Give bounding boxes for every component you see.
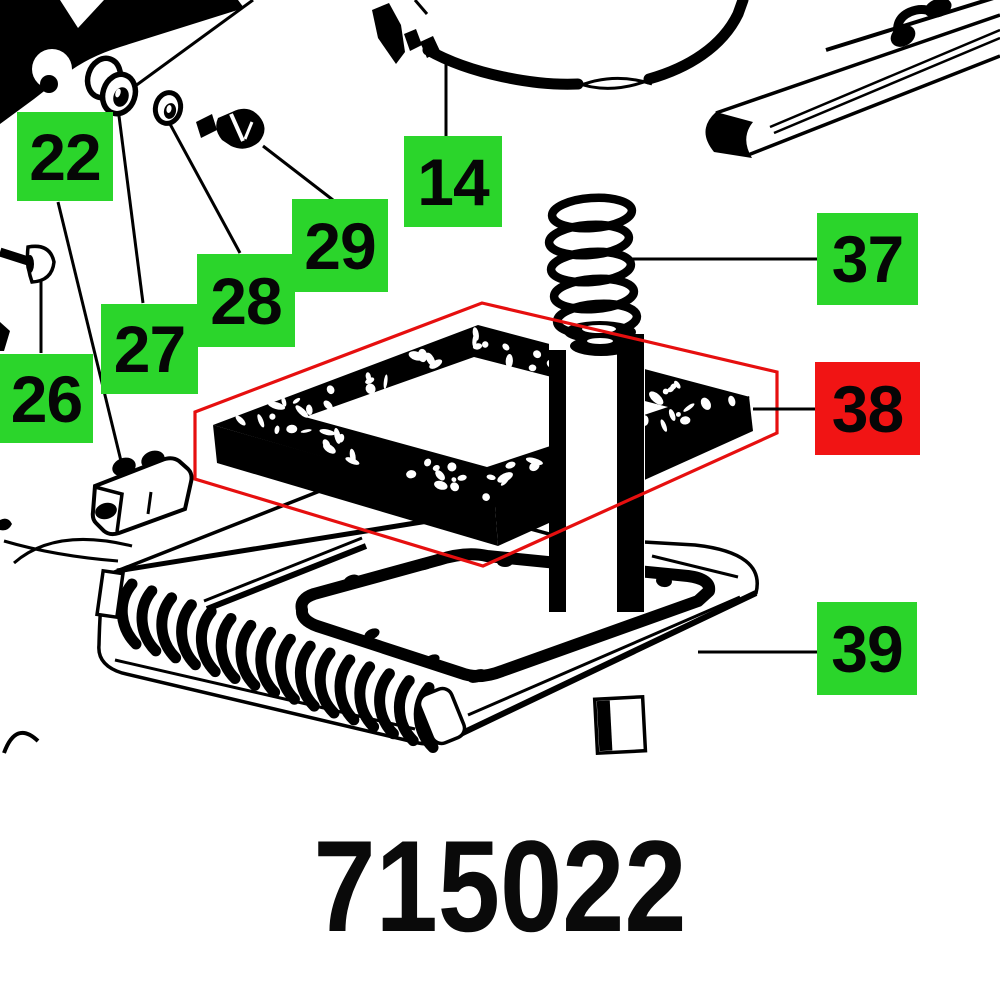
power-cord: [372, 0, 749, 90]
selection-outline: [193, 301, 779, 568]
edge-fragment: [0, 322, 10, 351]
spindle-column: [549, 334, 645, 612]
part-number: 715022: [313, 813, 687, 959]
callout-22[interactable]: 22: [17, 112, 113, 201]
screw: [196, 108, 265, 149]
callout-14[interactable]: 14: [404, 136, 502, 227]
hex-bolt: [0, 244, 56, 284]
callout-38-highlighted[interactable]: 38: [815, 362, 920, 455]
housing-fragment: [0, 0, 244, 124]
washer-pair: [84, 55, 139, 117]
switch-block: [90, 450, 194, 537]
rail-hook: [890, 0, 952, 47]
stray-line: [413, 0, 429, 15]
callout-37[interactable]: 37: [817, 213, 918, 305]
fin-end-cap-left: [95, 568, 125, 620]
callout-28[interactable]: 28: [197, 254, 295, 347]
callout-29[interactable]: 29: [292, 199, 388, 292]
coil-spring: [544, 193, 642, 356]
leaf-curves: [0, 518, 133, 754]
flat-washer: [152, 90, 184, 126]
leader-lines: [39, 60, 817, 654]
callout-26[interactable]: 26: [0, 354, 93, 443]
guide-rail: [705, 0, 1000, 158]
louver-fins: [116, 578, 439, 753]
fin-end-cap-right: [417, 686, 467, 746]
assembly-axis-line: [115, 0, 254, 102]
support-pin: [592, 694, 648, 756]
callout-39[interactable]: 39: [817, 602, 917, 695]
callout-27[interactable]: 27: [101, 304, 198, 394]
